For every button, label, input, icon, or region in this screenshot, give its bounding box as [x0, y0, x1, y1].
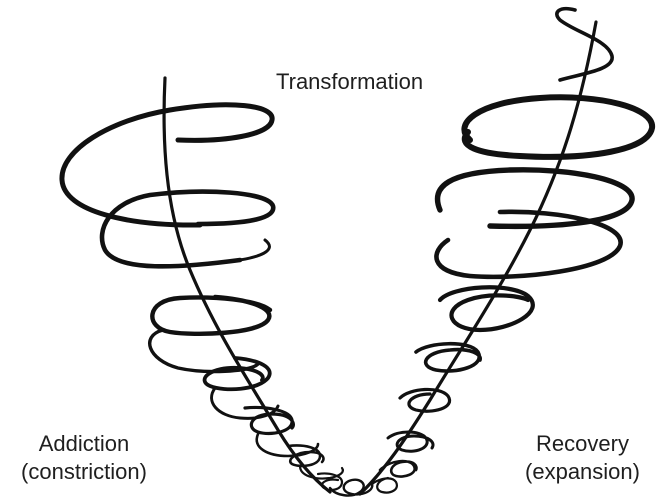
addiction-label-line-2: (constriction)	[21, 459, 147, 484]
recovery-spiral-loop-9	[461, 94, 655, 160]
recovery-label-line-1: Recovery	[536, 431, 629, 456]
addiction-label: Addiction (constriction)	[4, 430, 164, 486]
addiction-spiral-loop-3	[223, 238, 271, 264]
addiction-spiral-loop-1	[59, 102, 275, 228]
addiction-spiral-loop-11	[298, 464, 344, 480]
recovery-label: Recovery (expansion)	[500, 430, 665, 486]
recovery-spiral-loop-1	[370, 476, 398, 494]
addiction-spiral-loop-8	[243, 405, 295, 436]
recovery-spiral-loop-7	[434, 209, 623, 280]
recovery-spiral-loop-6	[437, 285, 535, 333]
addiction-spiral-loop-6	[202, 356, 272, 392]
addiction-spiral-loop-12	[316, 472, 344, 492]
addiction-spiral-loop-7	[210, 386, 280, 420]
addiction-spiral-loop-2	[99, 189, 276, 269]
addiction-spiral-loop-4	[150, 294, 273, 337]
addiction-spiral-loop-5	[148, 328, 260, 374]
recovery-spiral-loop-2	[378, 459, 418, 478]
addiction-spiral-loop-10	[286, 444, 325, 468]
transformation-label: Transformation	[276, 69, 424, 94]
recovery-spiral-loop-4	[398, 387, 452, 413]
recovery-spiral-loop-8	[434, 167, 635, 230]
recovery-spiral-loop-3	[386, 430, 435, 453]
recovery-label-line-2: (expansion)	[525, 459, 640, 484]
recovery-spiral-loop-5	[414, 341, 482, 373]
addiction-label-line-1: Addiction	[38, 431, 130, 456]
recovery-spiral-loop-10	[555, 6, 614, 82]
